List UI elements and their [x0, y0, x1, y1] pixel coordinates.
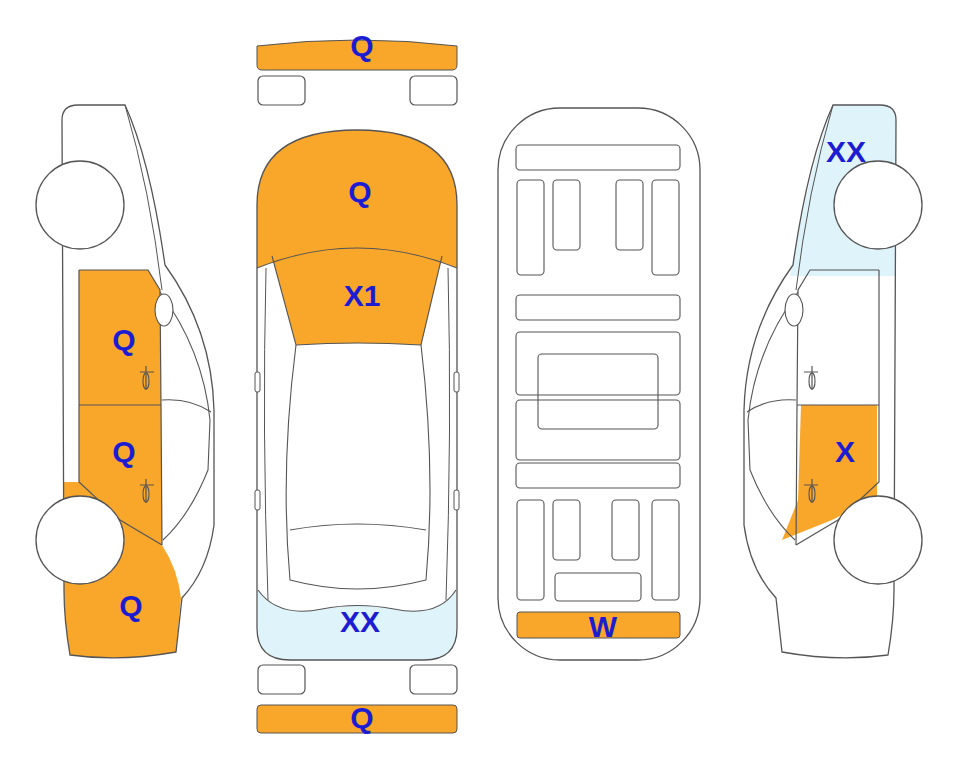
- damage-code: Q: [112, 437, 135, 467]
- panel-fill: [258, 590, 456, 660]
- damage-code: XX: [340, 607, 380, 637]
- damage-code: Q: [112, 325, 135, 355]
- damage-code: Q: [119, 591, 142, 621]
- damage-code: XX: [826, 137, 866, 167]
- rear-deck: XX: [257, 588, 457, 661]
- front-bumper: Q: [257, 36, 457, 71]
- damage-code: Q: [350, 31, 373, 61]
- left-side-view: [36, 105, 214, 658]
- damage-code: X1: [344, 281, 381, 311]
- damage-code: Q: [350, 703, 373, 733]
- damage-code: X: [835, 437, 855, 467]
- damage-code: W: [589, 612, 617, 642]
- rear-bumper: Q: [257, 705, 457, 733]
- damage-code: Q: [348, 177, 371, 207]
- right-side-view: [744, 105, 922, 658]
- panel-fill: [272, 244, 442, 345]
- windshield: X1: [272, 238, 442, 346]
- underbody-rear: W: [517, 612, 680, 638]
- panel-fill: [79, 270, 161, 405]
- underside-view: [498, 108, 700, 660]
- top-view: [255, 40, 459, 733]
